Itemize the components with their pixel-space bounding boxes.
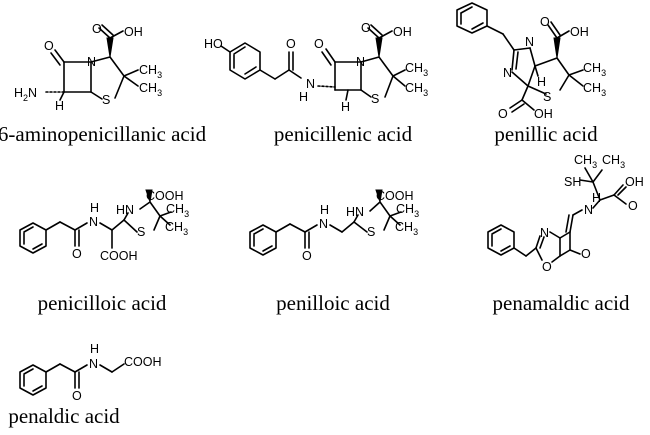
svg-text:COOH: COOH (146, 189, 184, 203)
svg-text:N: N (503, 66, 512, 80)
svg-text:H: H (90, 201, 99, 215)
structure-6-aminopenicillanic-acid: O OH O N S CH3 CH3 H H2N (14, 22, 162, 113)
svg-text:O: O (361, 21, 371, 35)
svg-text:N: N (306, 77, 315, 91)
svg-text:N: N (89, 215, 98, 229)
atom-label: H (55, 99, 64, 113)
svg-text:SH: SH (564, 175, 581, 189)
svg-text:OH: OH (570, 25, 589, 39)
svg-text:CH3: CH3 (139, 81, 162, 98)
svg-text:OH: OH (534, 107, 553, 121)
svg-text:N: N (540, 226, 549, 240)
svg-text:O: O (286, 37, 296, 51)
svg-text:HN: HN (346, 205, 364, 219)
svg-text:S: S (371, 92, 379, 106)
caption-penilloic-acid: penilloic acid (276, 291, 390, 315)
svg-text:N: N (89, 357, 98, 371)
svg-text:HO: HO (204, 37, 223, 51)
svg-text:N: N (319, 217, 328, 231)
svg-text:H: H (90, 342, 99, 356)
svg-text:N: N (525, 35, 534, 49)
svg-text:CH3: CH3 (602, 153, 625, 170)
svg-text:O: O (628, 199, 638, 213)
structure-penicilloic-acid: COOH HN S CH3 CH3 H N O COOH (19, 189, 189, 263)
svg-text:CH3: CH3 (405, 61, 428, 78)
svg-text:H: H (320, 203, 329, 217)
svg-text:O: O (72, 247, 82, 261)
svg-text:HN: HN (116, 203, 134, 217)
caption-penicilloic-acid: penicilloic acid (37, 291, 167, 315)
svg-text:N: N (356, 55, 365, 69)
svg-text:H: H (537, 75, 546, 89)
svg-text:CH3: CH3 (166, 202, 189, 219)
svg-text:CH3: CH3 (405, 81, 428, 98)
svg-text:O: O (540, 15, 550, 29)
atom-label: O (44, 39, 54, 53)
svg-text:H: H (55, 99, 64, 113)
structure-penillic-acid: OH O N N S CH3 CH3 H OH O (456, 2, 606, 121)
svg-text:CH3: CH3 (395, 220, 418, 237)
caption-penicillenic-acid: penicillenic acid (273, 122, 413, 146)
atom-label: N (87, 55, 96, 69)
svg-text:S: S (543, 90, 551, 104)
svg-text:CH3: CH3 (583, 81, 606, 98)
svg-text:CH3: CH3 (165, 220, 188, 237)
svg-text:OH: OH (124, 25, 143, 39)
svg-text:H: H (592, 191, 601, 205)
svg-text:O: O (302, 249, 312, 263)
svg-text:OH: OH (393, 25, 412, 39)
svg-text:CH3: CH3 (574, 153, 597, 170)
svg-text:N: N (87, 55, 96, 69)
svg-text:O: O (92, 22, 102, 36)
svg-text:COOH: COOH (124, 355, 162, 369)
svg-text:OH: OH (625, 175, 644, 189)
svg-text:CH3: CH3 (139, 63, 162, 80)
caption-penillic-acid: penillic acid (494, 122, 598, 146)
svg-text:N: N (584, 203, 593, 217)
atom-label: S (102, 93, 110, 107)
caption-penaldic-acid: penaldic acid (8, 404, 120, 428)
svg-text:O: O (44, 39, 54, 53)
svg-text:O: O (314, 37, 324, 51)
structure-penicillenic-acid: HO O H N O OH O N S CH3 CH3 H (204, 21, 428, 114)
structure-penilloic-acid: COOH HN S CH3 CH3 H N O (249, 189, 419, 263)
svg-text:O: O (542, 260, 552, 274)
svg-text:O: O (72, 389, 82, 403)
svg-text:CH3: CH3 (583, 61, 606, 78)
svg-text:S: S (102, 93, 110, 107)
svg-text:H2N: H2N (14, 86, 37, 103)
svg-text:H: H (341, 100, 350, 114)
svg-text:COOH: COOH (100, 249, 138, 263)
svg-text:O: O (498, 107, 508, 121)
svg-text:COOH: COOH (376, 189, 414, 203)
svg-text:S: S (137, 225, 145, 239)
caption-penamaldic-acid: penamaldic acid (492, 291, 630, 315)
svg-text:CH3: CH3 (396, 202, 419, 219)
svg-text:H: H (299, 90, 308, 104)
structure-penaldic-acid: H N O COOH (19, 342, 162, 403)
structure-penamaldic-acid: SH CH3 CH3 H N O OH N O O (487, 153, 644, 274)
svg-text:S: S (367, 225, 375, 239)
svg-text:O: O (581, 247, 591, 261)
caption-6-aminopenicillanic-acid: 6-aminopenicillanic acid (0, 122, 207, 146)
atom-label: OH (124, 25, 143, 39)
